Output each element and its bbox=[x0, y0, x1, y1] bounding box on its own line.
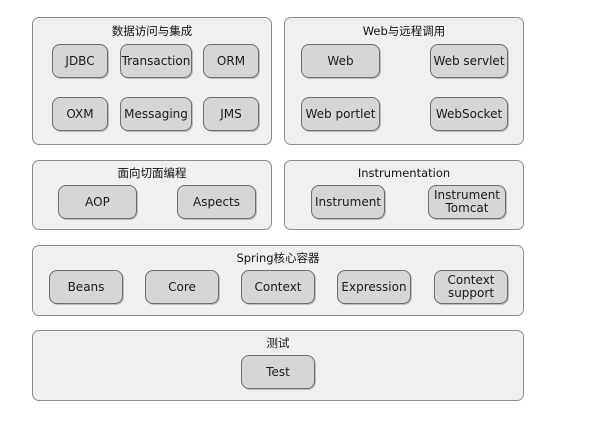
aop-title: 面向切面编程 bbox=[117, 166, 187, 180]
data-access-panel: 数据访问与集成 JDBC Transaction ORM OXM Messagi… bbox=[32, 17, 272, 145]
module-transaction: Transaction bbox=[120, 44, 192, 78]
module-expression: Expression bbox=[337, 270, 411, 304]
module-test: Test bbox=[241, 355, 315, 389]
aop-panel: 面向切面编程 AOP Aspects bbox=[32, 160, 272, 230]
module-orm: ORM bbox=[203, 44, 259, 78]
web-remote-title: Web与远程调用 bbox=[362, 24, 446, 38]
module-beans: Beans bbox=[49, 270, 123, 304]
module-oxm: OXM bbox=[52, 97, 108, 131]
module-context-support: Context support bbox=[434, 270, 508, 304]
instrumentation-panel: Instrumentation Instrument Instrument To… bbox=[284, 160, 524, 230]
module-aspects: Aspects bbox=[177, 185, 256, 219]
instrumentation-title: Instrumentation bbox=[357, 166, 451, 180]
module-jms: JMS bbox=[203, 97, 259, 131]
module-messaging: Messaging bbox=[120, 97, 192, 131]
module-aop: AOP bbox=[58, 185, 137, 219]
module-websocket: WebSocket bbox=[430, 97, 508, 131]
test-panel: 测试 Test bbox=[32, 330, 524, 401]
module-instrument: Instrument bbox=[311, 185, 385, 219]
module-web: Web bbox=[301, 44, 380, 78]
module-web-servlet: Web servlet bbox=[430, 44, 508, 78]
module-core: Core bbox=[145, 270, 219, 304]
core-container-title: Spring核心容器 bbox=[236, 251, 320, 265]
core-container-panel: Spring核心容器 Beans Core Context Expression… bbox=[32, 245, 524, 316]
test-title: 测试 bbox=[266, 336, 290, 350]
module-context: Context bbox=[241, 270, 315, 304]
data-access-title: 数据访问与集成 bbox=[111, 24, 193, 38]
web-remote-panel: Web与远程调用 Web Web servlet Web portlet Web… bbox=[284, 17, 524, 145]
module-web-portlet: Web portlet bbox=[301, 97, 380, 131]
module-instrument-tomcat: Instrument Tomcat bbox=[428, 185, 506, 219]
module-jdbc: JDBC bbox=[52, 44, 108, 78]
